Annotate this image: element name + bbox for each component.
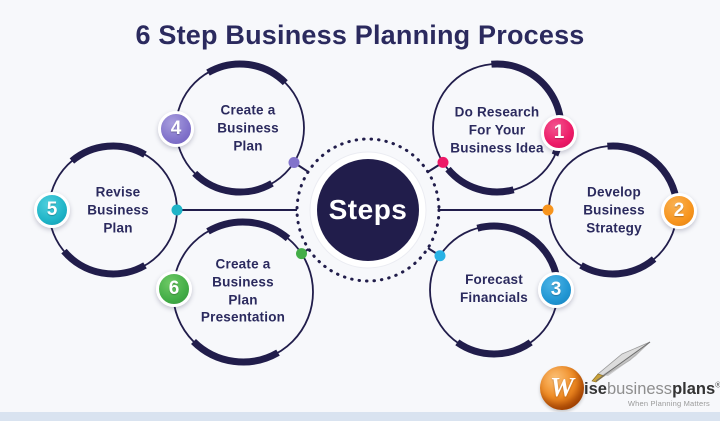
- step5-arc-bottom: [61, 248, 147, 278]
- logo-wordmark: isebusinessplans®: [584, 380, 720, 399]
- step5-label: Revise Business Plan: [87, 184, 149, 235]
- step2-label: Develop Business Strategy: [583, 184, 645, 235]
- logo-sphere: W: [540, 366, 584, 410]
- dot-step5-teal: [171, 204, 183, 216]
- step4-arc-top: [206, 60, 288, 86]
- dot-step2-orange: [542, 204, 554, 216]
- step6-arc-bottom: [191, 338, 280, 366]
- step6-label: Create a Business Plan Presentation: [200, 256, 286, 325]
- logo-text-ise: ise: [584, 380, 607, 398]
- logo-tagline: When Planning Matters: [627, 399, 710, 408]
- logo-registered-mark: ®: [715, 380, 720, 390]
- step2-arc-top: [607, 142, 681, 205]
- hub-circle: [317, 159, 419, 261]
- page-title: 6 Step Business Planning Process: [135, 20, 585, 50]
- step4-label: Create a Business Plan: [217, 102, 279, 153]
- step1-arc-bottom: [445, 166, 515, 196]
- step1-number: 1: [553, 122, 565, 143]
- step2-number: 2: [673, 200, 685, 221]
- logo-w: W: [549, 371, 574, 402]
- bottom-strip: [0, 412, 720, 421]
- step-rings: [48, 60, 681, 366]
- step1-badge: 1: [541, 115, 577, 151]
- logo-text-plans: plans: [672, 380, 716, 398]
- step1-label: Do Research For Your Business Idea: [450, 104, 544, 155]
- step2-arc-bottom: [579, 256, 657, 278]
- step4-number: 4: [170, 118, 182, 139]
- step2-badge: 2: [661, 193, 697, 229]
- step3-badge: 3: [538, 272, 574, 308]
- step5-badge: 5: [34, 192, 70, 228]
- dot-step3-blue: [434, 250, 446, 262]
- steps-hub-label: Steps: [328, 194, 408, 225]
- logo-text-business: business: [606, 380, 673, 398]
- step6-number: 6: [168, 278, 180, 299]
- dot-step6-green: [296, 248, 307, 260]
- step5-arc-top: [69, 142, 147, 164]
- step3-number: 3: [550, 279, 562, 300]
- hub-dotted-ring: [295, 137, 441, 283]
- dot-step1-pink: [437, 156, 449, 168]
- connector-dots: [171, 156, 554, 262]
- step6-badge: 6: [156, 271, 192, 307]
- step3-arc-top: [476, 222, 560, 275]
- step3-arc-bottom: [455, 339, 533, 358]
- step6-arc-top: [206, 218, 291, 242]
- step5-number: 5: [46, 199, 58, 220]
- dot-step4-purple: [288, 157, 300, 168]
- step4-badge: 4: [158, 111, 194, 147]
- quill-pen-icon: [591, 341, 651, 383]
- step4-arc-bottom: [192, 170, 274, 196]
- step3-label: Forecast Financials: [459, 272, 529, 305]
